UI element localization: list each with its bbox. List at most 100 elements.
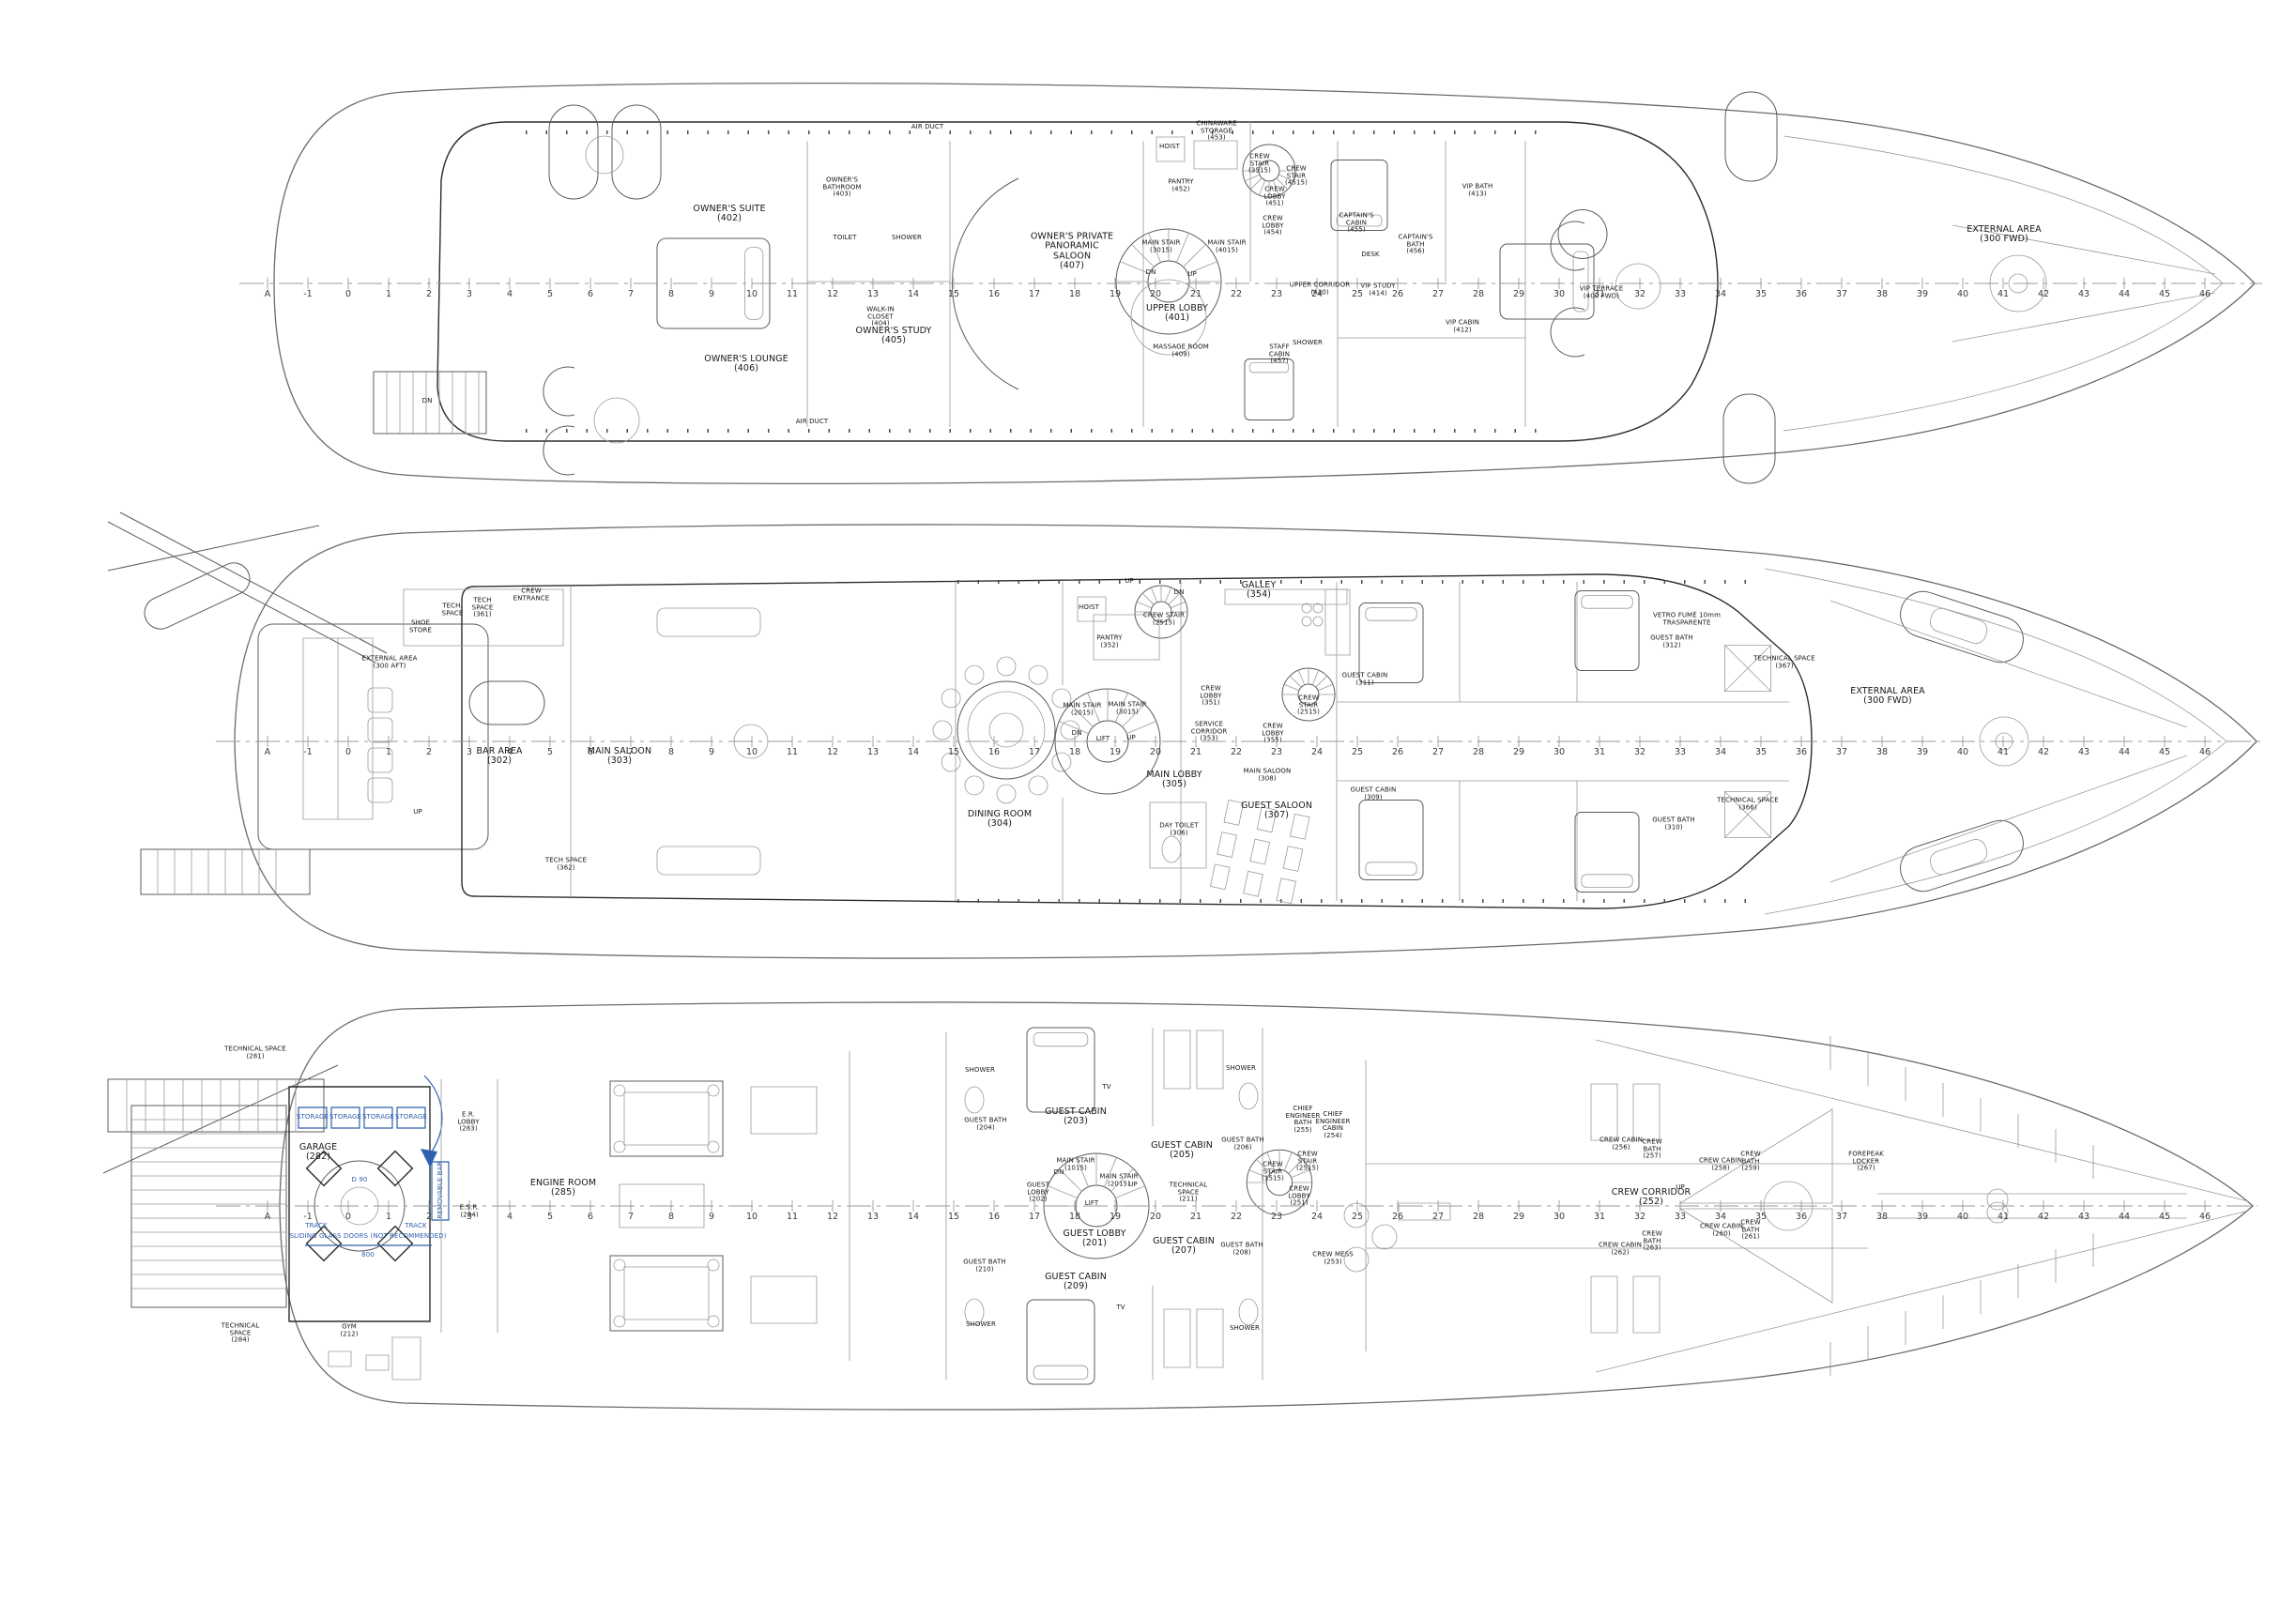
room-label: STORAGE (296, 1113, 329, 1121)
frame-number: 5 (546, 289, 554, 299)
frame-number: 38 (1875, 1212, 1889, 1222)
frame-number: 41 (1997, 1212, 2010, 1222)
frame-number: 4 (506, 1212, 513, 1222)
room-label: GUEST CABIN (207) (1153, 1235, 1215, 1256)
room-label: OWNER'S BATHROOM (403) (822, 175, 862, 198)
room-label: D 90 (351, 1176, 368, 1184)
frame-number: 11 (786, 747, 799, 757)
frame-number: 16 (987, 747, 1001, 757)
frame-number: 24 (1310, 289, 1324, 299)
room-label: CREW BATH (261) (1740, 1218, 1761, 1241)
room-label: REMOVABLE BAR (436, 1161, 445, 1219)
frame-number: 18 (1068, 1212, 1081, 1222)
frame-number: 24 (1310, 747, 1324, 757)
frame-number: 3 (466, 1212, 473, 1222)
frame-number: 22 (1230, 289, 1243, 299)
room-label: MAIN SALOON (303) (587, 745, 652, 766)
room-label: OWNER'S LOUNGE (406) (704, 353, 788, 374)
room-label: UP (1126, 734, 1136, 742)
room-label: CREW LOBBY (351) (1200, 684, 1222, 707)
frame-number: 39 (1916, 747, 1929, 757)
room-label: CREW ENTRANCE (513, 587, 550, 602)
room-label: GUEST CABIN (309) (1350, 786, 1397, 801)
frame-number: 16 (987, 289, 1001, 299)
room-label: TRACK (305, 1222, 328, 1230)
frame-number: 42 (2037, 747, 2050, 757)
room-label: TV (1102, 1083, 1111, 1091)
room-label: CREW LOBBY (251) (1288, 1184, 1310, 1207)
frame-number: 30 (1553, 289, 1566, 299)
room-label: MAIN LOBBY (305) (1146, 769, 1202, 789)
room-label: CREW STAIR (2515) (1142, 611, 1186, 626)
room-label: LIFT (1084, 1199, 1099, 1208)
room-label: DINING ROOM (304) (967, 808, 1033, 829)
frame-number: 17 (1028, 1212, 1041, 1222)
room-label: UPPER LOBBY (401) (1146, 302, 1208, 323)
room-label: MAIN SALOON (308) (1243, 767, 1292, 782)
room-label: CAPTAIN'S BATH (456) (1398, 233, 1433, 255)
room-label: HOIST (1078, 603, 1100, 612)
room-label: CHIEF ENGINEER CABIN (254) (1315, 1109, 1351, 1139)
room-label: VIP CABIN (412) (1446, 318, 1479, 333)
room-label: UP (1125, 577, 1134, 586)
room-label: CREW BATH (263) (1642, 1229, 1662, 1252)
frame-number: 45 (2158, 747, 2171, 757)
frame-number: 46 (2198, 289, 2212, 299)
room-label: DN (1173, 588, 1185, 597)
frame-number: A (264, 747, 271, 757)
room-label: UP (1676, 1183, 1685, 1192)
frame-number: 27 (1431, 289, 1445, 299)
room-label: VIP STUDY (414) (1360, 282, 1396, 297)
room-label: STORAGE (394, 1113, 428, 1121)
frame-number: 6 (587, 1212, 594, 1222)
room-label: TRACK (405, 1222, 427, 1230)
frame-number: 18 (1068, 289, 1081, 299)
frame-number: 43 (2077, 1212, 2090, 1222)
frame-number: 5 (546, 1212, 554, 1222)
frame-number: 0 (344, 1212, 352, 1222)
frame-number: 15 (947, 289, 960, 299)
room-label: STAFF CABIN (457) (1268, 343, 1291, 365)
room-label: GUEST LOBBY (201) (1063, 1228, 1126, 1248)
room-label: GUEST SALOON (307) (1240, 800, 1313, 820)
frame-number: 42 (2037, 1212, 2050, 1222)
room-label: SHOWER (965, 1320, 997, 1329)
room-label: AIR DUCT (795, 418, 829, 426)
room-label: OWNER'S PRIVATE PANORAMIC SALOON (407) (1030, 231, 1114, 271)
frame-number: 8 (667, 289, 675, 299)
room-label: DN (1145, 268, 1156, 277)
frame-number: 25 (1351, 1212, 1364, 1222)
room-label: CREW LOBBY (454) (1262, 214, 1284, 236)
room-label: WALK-IN CLOSET (404) (866, 305, 895, 328)
room-label: CREW LOBBY (355) (1262, 722, 1284, 744)
frame-number: -1 (303, 747, 313, 757)
room-label: CREW BATH (257) (1642, 1137, 1662, 1160)
room-label: CHIEF ENGINEER BATH (255) (1285, 1104, 1321, 1134)
frame-number: 22 (1230, 747, 1243, 757)
frame-number: 40 (1956, 289, 1969, 299)
room-label: STORAGE (329, 1113, 362, 1121)
room-label: EXTERNAL AREA (300 AFT) (361, 654, 418, 669)
frame-number: 40 (1956, 1212, 1969, 1222)
frame-number: 39 (1916, 1212, 1929, 1222)
room-label: TECH. SPACE (441, 602, 464, 617)
room-label: GALLEY (354) (1241, 579, 1277, 600)
frame-number: 3 (466, 747, 473, 757)
upper-deck (274, 84, 2255, 484)
frame-number: 23 (1270, 747, 1283, 757)
frame-number: 29 (1512, 747, 1525, 757)
frame-number: 27 (1431, 1212, 1445, 1222)
frame-number: 0 (344, 747, 352, 757)
room-label: TOILET (833, 234, 857, 242)
frame-number: 37 (1835, 747, 1848, 757)
room-label: CREW STAIR (4515) (1285, 164, 1308, 187)
room-label: DN (421, 397, 433, 405)
room-label: TV (1116, 1304, 1125, 1312)
frame-number: 44 (2118, 1212, 2131, 1222)
frame-number: 13 (866, 747, 880, 757)
frame-number: 28 (1472, 289, 1485, 299)
frame-number: 30 (1553, 1212, 1566, 1222)
frame-number: 1 (385, 747, 392, 757)
room-label: CREW STAIR (2515) (1296, 1150, 1319, 1172)
